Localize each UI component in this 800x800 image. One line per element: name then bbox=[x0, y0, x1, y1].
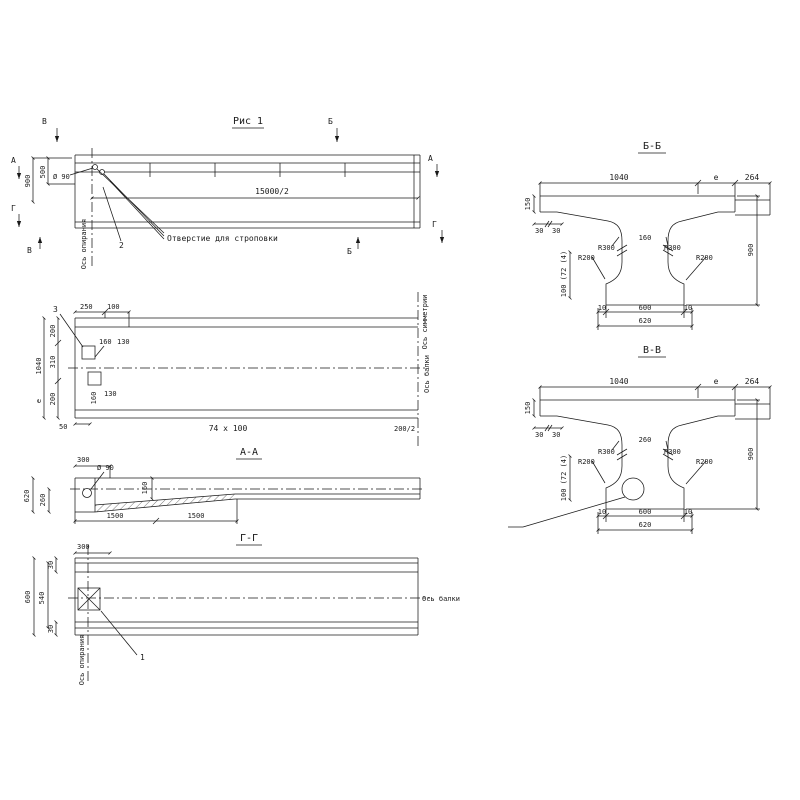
vv-dim-10-left: 10 bbox=[598, 508, 606, 516]
fig1-bearing-axis-label: Ось опирания bbox=[80, 219, 88, 270]
plan-dim-160-a: 160 bbox=[99, 338, 112, 346]
vv-dim-r200-left: R200 bbox=[578, 458, 595, 466]
section-bb-linework bbox=[532, 152, 772, 330]
fig1-marker-g-left: Г bbox=[11, 204, 16, 213]
plan-dim-250: 250 bbox=[80, 303, 93, 311]
section-gg-view: Г-Г 300 30 540 600 30 Ось балки Ось опир… bbox=[24, 533, 460, 685]
plan-view: 3 250 100 1040 e 200 310 200 160 130 160… bbox=[35, 292, 431, 448]
section-vv-view: В-В 1040 e 264 150 30 30 260 R300 R300 R… bbox=[508, 345, 772, 534]
bb-dim-r200-right: R200 bbox=[696, 254, 713, 262]
plan-dim-130-a: 130 bbox=[117, 338, 130, 346]
plan-symmetry-axis-label: Ось симметрии bbox=[421, 295, 429, 350]
section-vv-linework bbox=[508, 356, 772, 534]
vv-dim-30-left: 30 bbox=[535, 431, 543, 439]
vv-dim-1040: 1040 bbox=[609, 377, 628, 386]
bb-dim-e: e bbox=[714, 173, 719, 182]
section-vv-title: В-В bbox=[643, 345, 661, 356]
bb-dim-chain-left: 100 (72 (4) bbox=[560, 251, 568, 297]
plan-dim-310: 310 bbox=[49, 356, 57, 369]
fig1-marker-b-bottom: Б bbox=[347, 247, 352, 256]
plan-dim-130-b: 130 bbox=[104, 390, 117, 398]
section-bb-view: Б-Б 1040 e 264 150 30 30 160 R300 R300 R… bbox=[524, 141, 772, 330]
plan-dim-1040: 1040 bbox=[35, 358, 43, 375]
bb-dim-10-right: 10 bbox=[684, 304, 692, 312]
vv-dim-264: 264 bbox=[745, 377, 760, 386]
fig1-view: Рис 1 В Б А Г В А Г Б 900 500 Ø 90 15000… bbox=[11, 116, 445, 270]
vv-dim-r300-right: R300 bbox=[664, 448, 681, 456]
vv-dim-chain-left: 100 (72 (4) bbox=[560, 455, 568, 501]
fig1-dim-half-span: 15000/2 bbox=[255, 187, 289, 196]
aa-dim-1500-b: 1500 bbox=[188, 512, 205, 520]
fig1-dim-hole-dia: Ø 90 bbox=[53, 173, 70, 181]
fig1-marker-a-left: А bbox=[11, 156, 16, 165]
aa-dim-1500-a: 1500 bbox=[107, 512, 124, 520]
vv-dim-r300-left: R300 bbox=[598, 448, 615, 456]
plan-dim-200-bottom: 200 bbox=[49, 393, 57, 406]
bb-dim-r300-right: R300 bbox=[664, 244, 681, 252]
vv-dim-150: 150 bbox=[524, 402, 532, 415]
fig1-linework bbox=[16, 127, 445, 268]
bb-dim-1040: 1040 bbox=[609, 173, 628, 182]
gg-beam-axis-label: Ось балки bbox=[422, 595, 460, 603]
bb-dim-900: 900 bbox=[747, 244, 755, 257]
fig1-marker-v-bottom: В bbox=[27, 246, 32, 255]
bb-dim-r200-left: R200 bbox=[578, 254, 595, 262]
section-aa-title: А-А bbox=[240, 447, 258, 458]
vv-dim-10-right: 10 bbox=[684, 508, 692, 516]
gg-callout-1: 1 bbox=[140, 653, 145, 662]
fig1-marker-g-right: Г bbox=[432, 220, 437, 229]
vv-dim-30-right: 30 bbox=[552, 431, 560, 439]
gg-bearing-axis-label: Ось опирания bbox=[78, 635, 86, 686]
vv-dim-web-260: 260 bbox=[639, 436, 652, 444]
fig1-marker-v-top: В bbox=[42, 117, 47, 126]
fig1-title: Рис 1 bbox=[233, 116, 263, 127]
gg-dim-540: 540 bbox=[38, 592, 46, 605]
fig1-dim-900: 900 bbox=[24, 175, 32, 188]
section-bb-title: Б-Б bbox=[643, 141, 661, 152]
fig1-callout-2: 2 bbox=[119, 241, 124, 250]
fig1-dim-500: 500 bbox=[39, 166, 47, 179]
plan-dim-e: e bbox=[35, 399, 43, 403]
fig1-marker-b-top: Б bbox=[328, 117, 333, 126]
aa-dim-hole-dia: Ø 90 bbox=[97, 464, 114, 472]
plan-dim-50: 50 bbox=[59, 423, 67, 431]
plan-callout-3: 3 bbox=[53, 305, 58, 314]
gg-dim-600: 600 bbox=[24, 591, 32, 604]
bb-dim-10-left: 10 bbox=[598, 304, 606, 312]
plan-beam-axis-label: Ось балки bbox=[423, 355, 431, 393]
plan-dim-100: 100 bbox=[107, 303, 120, 311]
section-gg-linework bbox=[32, 544, 430, 682]
bb-dim-150: 150 bbox=[524, 198, 532, 211]
gg-dim-30-bottom: 30 bbox=[47, 625, 55, 633]
vv-dim-600: 600 bbox=[639, 508, 652, 516]
plan-linework bbox=[42, 292, 426, 448]
section-aa-view: А-А 300 Ø 90 160 620 260 1500 1500 bbox=[23, 447, 425, 525]
vv-dim-620: 620 bbox=[639, 521, 652, 529]
aa-dim-260: 260 bbox=[39, 494, 47, 507]
aa-dim-160: 160 bbox=[141, 482, 149, 495]
aa-dim-620: 620 bbox=[23, 490, 31, 503]
section-gg-title: Г-Г bbox=[240, 533, 258, 544]
section-aa-linework bbox=[31, 458, 425, 525]
bb-dim-30-left: 30 bbox=[535, 227, 543, 235]
fig1-marker-a-right: А bbox=[428, 154, 433, 163]
bb-dim-600: 600 bbox=[639, 304, 652, 312]
plan-dim-160-b: 160 bbox=[90, 392, 98, 405]
bb-dim-264: 264 bbox=[745, 173, 760, 182]
plan-dim-200-2: 200/2 bbox=[394, 425, 415, 433]
plan-dim-200-top: 200 bbox=[49, 325, 57, 338]
bb-dim-620: 620 bbox=[639, 317, 652, 325]
gg-dim-30-top: 30 bbox=[47, 561, 55, 569]
vv-dim-r200-right: R200 bbox=[696, 458, 713, 466]
gg-dim-300: 300 bbox=[77, 543, 90, 551]
plan-dim-stirrup-spacing: 74 x 100 bbox=[209, 424, 248, 433]
vv-dim-900: 900 bbox=[747, 448, 755, 461]
bb-dim-web-160: 160 bbox=[639, 234, 652, 242]
fig1-note-sling-hole: Отверстие для строповки bbox=[167, 234, 278, 243]
vv-dim-e: e bbox=[714, 377, 719, 386]
aa-dim-300: 300 bbox=[77, 456, 90, 464]
bb-dim-30-right: 30 bbox=[552, 227, 560, 235]
bb-dim-r300-left: R300 bbox=[598, 244, 615, 252]
